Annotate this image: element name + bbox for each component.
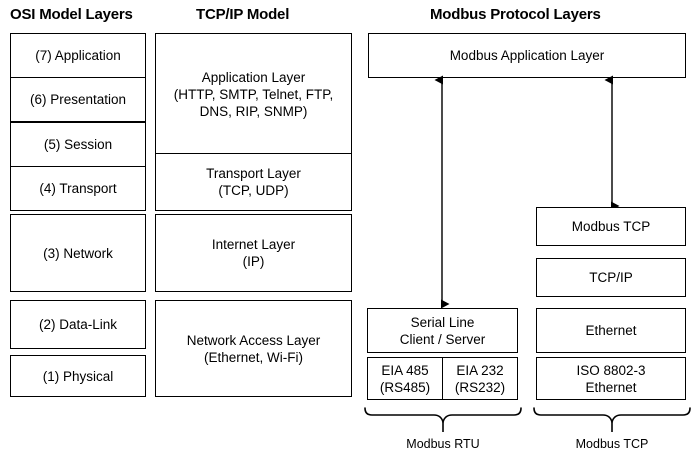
osi-layer-6-label: (6) Presentation [29,92,127,108]
osi-layer-2-box: (2) Data-Link [10,300,146,349]
arrow-app-to-serial-line [434,75,450,309]
tcpip-application-layer-label: Application Layer (HTTP, SMTP, Telnet, F… [173,69,334,119]
column-header-tcpip: TCP/IP Model [196,6,290,23]
modbus-eia232-cell: EIA 232 (RS232) [443,358,517,399]
modbus-tcpip-box: TCP/IP [536,258,686,297]
modbus-application-layer-label: Modbus Application Layer [449,48,605,63]
modbus-eia485-label: EIA 485 (RS485) [379,362,431,395]
osi-layer-3-box: (3) Network [10,214,146,292]
osi-layer-5-label: (5) Session [43,136,113,152]
brace-modbus-tcp [533,407,691,432]
modbus-eia232-label: EIA 232 (RS232) [454,362,506,395]
column-header-osi: OSI Model Layers [10,6,133,23]
tcpip-internet-layer-label: Internet Layer (IP) [211,237,296,269]
tcpip-transport-layer-label: Transport Layer (TCP, UDP) [206,166,301,199]
modbus-ethernet-box: Ethernet [536,308,686,353]
brace-label-modbus-rtu: Modbus RTU [406,437,480,451]
modbus-iso-8802-3-ethernet-label: ISO 8802-3 Ethernet [576,362,646,395]
modbus-serial-line-client-server-box: Serial Line Client / Server [367,308,518,353]
tcpip-network-access-layer-box: Network Access Layer (Ethernet, Wi-Fi) [155,300,352,397]
osi-layer-4-box: (4) Transport [10,166,146,212]
modbus-tcpip-label: TCP/IP [589,270,633,285]
tcpip-network-access-layer-label: Network Access Layer (Ethernet, Wi-Fi) [186,332,321,365]
tcpip-internet-layer-box: Internet Layer (IP) [155,214,352,292]
modbus-tcp-label: Modbus TCP [571,219,651,234]
brace-modbus-rtu [364,407,522,432]
modbus-serial-line-client-server-label: Serial Line Client / Server [399,314,486,347]
osi-layer-5-box: (5) Session [10,121,146,167]
brace-label-modbus-tcp: Modbus TCP [575,437,649,451]
osi-layer-7-box: (7) Application [10,33,146,78]
column-header-modbus: Modbus Protocol Layers [430,6,601,23]
modbus-tcp-box: Modbus TCP [536,207,686,246]
osi-layer-1-box: (1) Physical [10,355,146,397]
osi-layer-6-box: (6) Presentation [10,77,146,123]
modbus-iso-8802-3-ethernet-box: ISO 8802-3 Ethernet [536,357,686,400]
tcpip-application-layer-box: Application Layer (HTTP, SMTP, Telnet, F… [155,33,352,155]
osi-layer-2-label: (2) Data-Link [38,317,118,332]
osi-layer-4-label: (4) Transport [39,181,117,197]
modbus-ethernet-label: Ethernet [585,323,637,338]
modbus-serial-physical-box: EIA 485 (RS485) EIA 232 (RS232) [367,357,518,400]
modbus-application-layer-box: Modbus Application Layer [368,33,686,78]
osi-layer-3-label: (3) Network [43,245,113,261]
tcpip-transport-layer-box: Transport Layer (TCP, UDP) [155,153,352,212]
modbus-eia485-cell: EIA 485 (RS485) [368,358,443,399]
osi-layer-7-label: (7) Application [35,48,121,63]
osi-layer-1-label: (1) Physical [42,368,114,384]
arrow-app-to-modbus-tcp [604,75,620,211]
